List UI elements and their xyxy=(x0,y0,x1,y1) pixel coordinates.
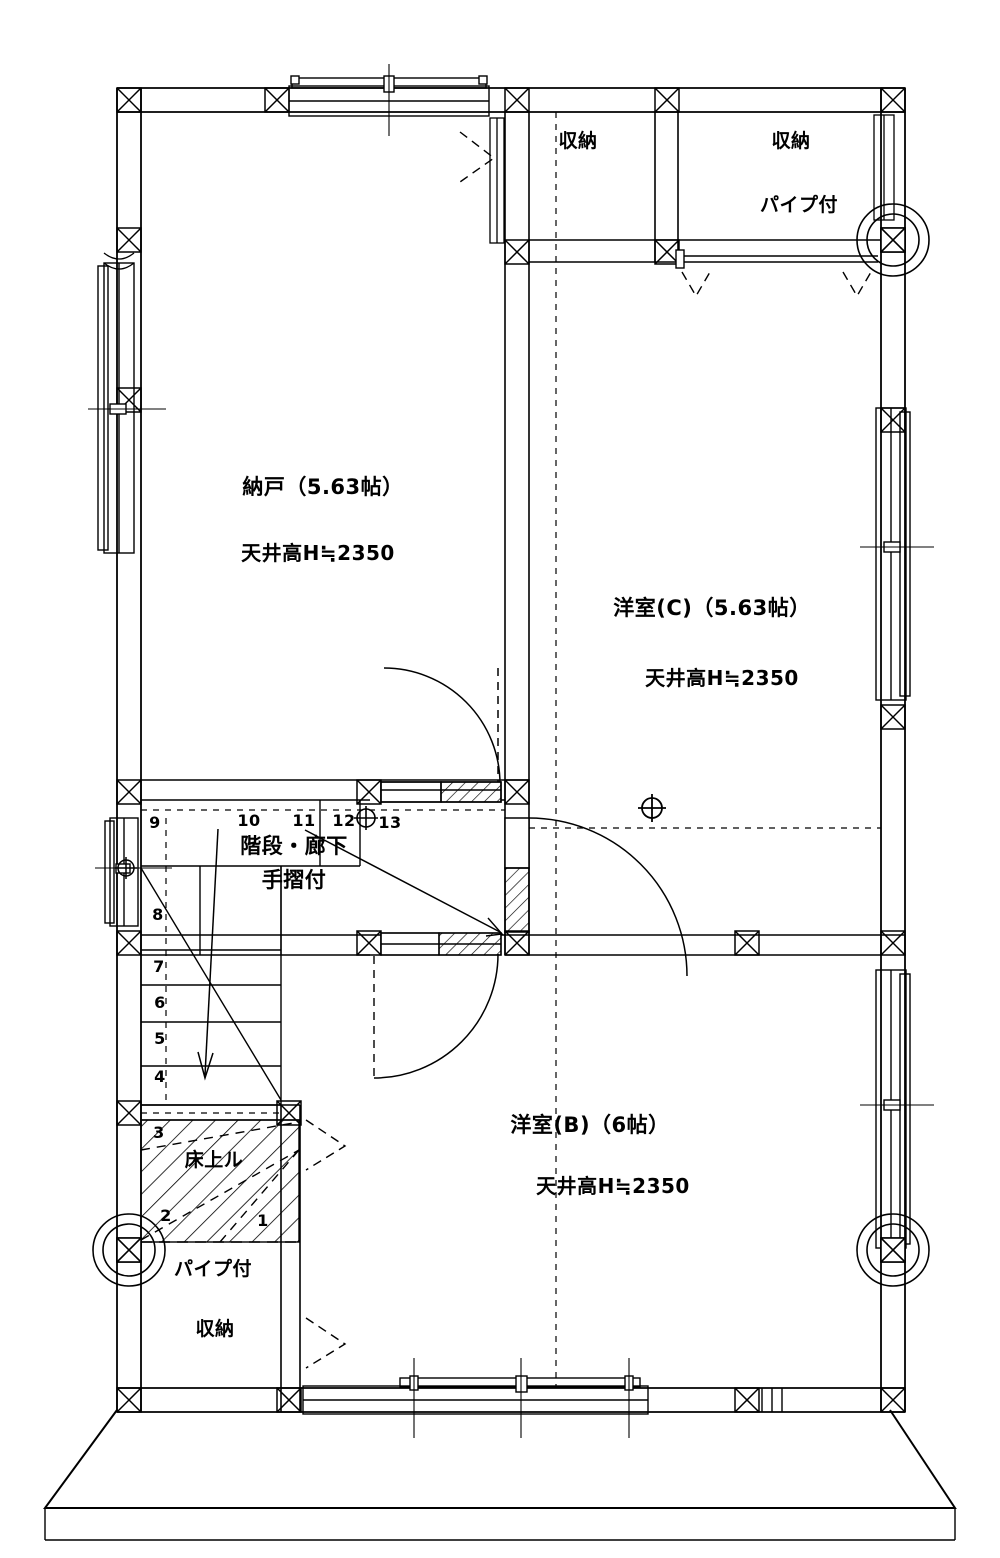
pillar-x-mark xyxy=(116,779,142,805)
folding-door-indicators xyxy=(305,131,872,1369)
pillar-x-mark xyxy=(116,227,142,253)
closet-pipe-top-right: パイプ付 xyxy=(759,194,839,216)
pillar-x-mark xyxy=(654,87,680,113)
pillar-x-mark xyxy=(880,930,906,956)
pillar-x-mark xyxy=(880,87,906,113)
room-label-nando: 納戸（5.63帖） xyxy=(242,475,404,499)
pillar-x-mark xyxy=(116,87,142,113)
closet-label-bottom-left: 収納 xyxy=(195,1318,235,1340)
pillar-x-mark xyxy=(264,87,290,113)
pipe-circle-marker-bottom-right xyxy=(856,1213,930,1287)
raised-floor-label: 床上ル xyxy=(184,1149,244,1171)
stairs-label-line2: 手摺付 xyxy=(261,868,327,892)
stair-tread-number: 11 xyxy=(292,811,316,830)
stair-tread-number: 7 xyxy=(153,957,165,976)
pillar-x-mark xyxy=(734,930,760,956)
door-frame-corridor-lower xyxy=(373,932,502,1079)
closet-label-top-right: 収納 xyxy=(771,130,811,152)
pillar-x-mark xyxy=(504,87,530,113)
stair-tread-number: 6 xyxy=(154,993,166,1012)
stair-tread-number: 10 xyxy=(237,811,261,830)
pipe-circle-marker-top-right xyxy=(856,203,930,277)
sliding-window-top-center xyxy=(288,64,490,136)
room-ceiling-yoshitsu-c: 天井高H≒2350 xyxy=(645,666,799,690)
stair-tread-number: 12 xyxy=(332,811,356,830)
ceiling-light-crosshair-stair xyxy=(354,806,378,830)
pillar-x-mark xyxy=(880,704,906,730)
sliding-window-right-upper xyxy=(860,407,934,701)
sliding-window-left-upper xyxy=(88,252,166,554)
window-closet-right xyxy=(873,114,895,221)
closet-pipe-bottom-left: パイプ付 xyxy=(173,1258,253,1280)
hinged-door-corridor xyxy=(504,817,688,977)
room-ceiling-yoshitsu-b: 天井高H≒2350 xyxy=(536,1174,690,1198)
stairs-label-line1: 階段・廊下 xyxy=(240,834,348,858)
sliding-window-right-lower xyxy=(860,969,934,1249)
sliding-glass-door-bottom xyxy=(302,1358,783,1438)
stair-tread-number: 4 xyxy=(154,1067,166,1086)
pipe-circle-marker-bottom-left xyxy=(92,1213,166,1287)
raised-floor-area xyxy=(140,1119,300,1243)
reference-lines xyxy=(141,112,881,1388)
stair-tread-number: 2 xyxy=(160,1206,172,1225)
pillar-x-mark xyxy=(504,779,530,805)
ceiling-light-crosshair xyxy=(638,794,666,822)
stair-tread-number: 3 xyxy=(153,1123,165,1142)
ceiling-light-crosshair-landing xyxy=(115,857,137,879)
hinged-door-nando xyxy=(380,667,502,803)
room-label-yoshitsu-b: 洋室(B)（6帖） xyxy=(510,1113,670,1137)
pillar-x-mark xyxy=(734,1387,760,1413)
closet-sliding-door-left xyxy=(489,117,505,244)
pillar-x-mark xyxy=(504,239,530,265)
stair-tread-number: 5 xyxy=(154,1029,166,1048)
room-ceiling-nando: 天井高H≒2350 xyxy=(241,541,395,565)
pillar-x-mark xyxy=(116,1100,142,1126)
stair-tread-number: 9 xyxy=(149,813,161,832)
closet-label-top-center: 収納 xyxy=(558,130,598,152)
stair-tread-number: 8 xyxy=(152,905,164,924)
stair-tread-number: 13 xyxy=(378,813,402,832)
pillar-x-mark xyxy=(276,1387,302,1413)
pillar-x-mark xyxy=(880,1387,906,1413)
stair-tread-number: 1 xyxy=(257,1211,269,1230)
staircase xyxy=(140,800,504,1106)
room-label-yoshitsu-c: 洋室(C)（5.63帖） xyxy=(613,596,811,620)
pillar-x-mark xyxy=(116,930,142,956)
balcony-outline xyxy=(43,1409,957,1541)
closet-rail-top-right xyxy=(675,249,878,269)
pillar-x-mark xyxy=(116,1387,142,1413)
